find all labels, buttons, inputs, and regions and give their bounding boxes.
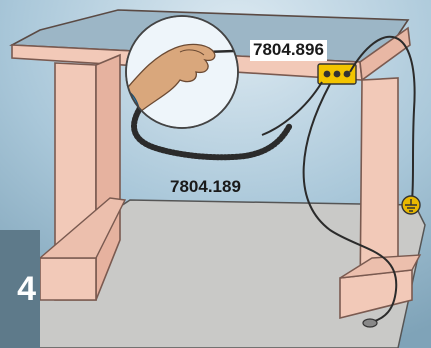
- figure-number-badge: 4: [0, 230, 40, 348]
- ground-symbol-icon: [402, 196, 420, 214]
- part-number-callout-wrist-strap: 7804.896: [250, 40, 327, 61]
- connector-box-icon: [318, 64, 356, 84]
- part-number-callout-mat: 7804.189: [170, 177, 241, 197]
- left-leg-foot: [40, 258, 96, 300]
- mat-snap: [363, 319, 377, 327]
